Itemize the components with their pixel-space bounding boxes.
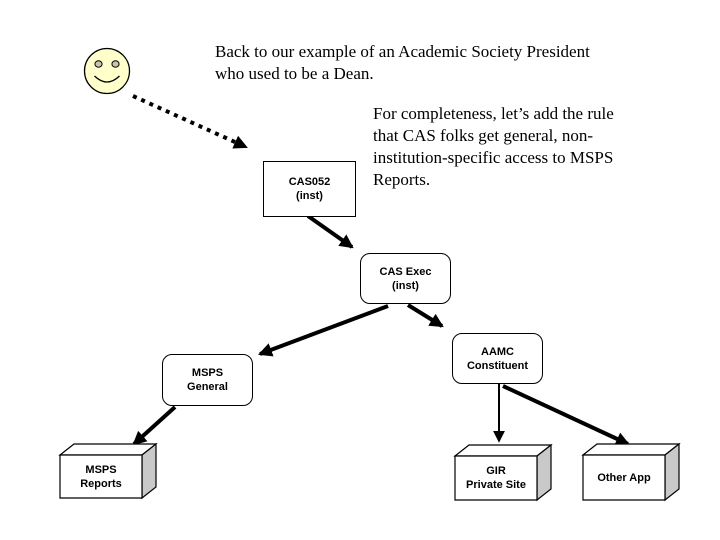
cube-other-app (581, 442, 681, 502)
node-label-line: GIR (486, 465, 506, 477)
note-line: Reports. (373, 170, 431, 189)
node-label-line: MSPS (85, 463, 117, 476)
node-label-line: General (187, 381, 228, 393)
cube-gir-private-site (453, 443, 553, 502)
node-msps-general: MSPS General (162, 354, 253, 406)
note-line: institution-specific access to MSPS (373, 148, 614, 167)
intro-text: Back to our example of an Academic Socie… (215, 41, 590, 85)
node-label-line: CAS052 (288, 176, 331, 188)
node-label-line: AAMC (481, 345, 514, 358)
label-gir-private-site: GIR Private Site (455, 456, 537, 500)
intro-line: Back to our example of an Academic Socie… (215, 42, 590, 61)
arrow-cas052-to-cas-exec (306, 214, 354, 249)
arrow-cas-exec-to-aamc (406, 303, 444, 328)
node-label-line: (inst) (296, 190, 323, 202)
node-aamc-constituent: AAMC Constituent (452, 333, 543, 384)
dotted-arrow-smiley-to-cas052 (132, 94, 248, 149)
label-other-app: Other App (583, 455, 665, 500)
note-line: For completeness, let’s add the rule (373, 104, 614, 123)
node-label-line: CAS Exec (379, 265, 432, 278)
node-cas-exec: CAS Exec (inst) (360, 253, 451, 304)
intro-line: who used to be a Dean. (215, 64, 374, 83)
node-label-line: Reports (80, 477, 122, 490)
note-line: that CAS folks get general, non- (373, 126, 594, 145)
label-msps-reports: MSPS Reports (60, 455, 142, 498)
node-label-line: Private Site (466, 479, 526, 491)
note-text: For completeness, let’s add the rule tha… (373, 103, 614, 191)
node-label-line: Constituent (466, 359, 529, 372)
smiley-face-icon (83, 47, 131, 95)
arrow-cas-exec-to-msps-general (258, 304, 389, 357)
node-label-line: Other App (597, 471, 651, 484)
arrow-msps-general-to-msps-reports (132, 405, 177, 446)
node-label-line: MSPS (191, 367, 224, 379)
cube-msps-reports (58, 442, 158, 500)
node-cas052: CAS052 (inst) (263, 161, 356, 217)
node-label-line: (inst) (392, 279, 419, 292)
arrow-aamc-to-other-app (502, 384, 630, 446)
